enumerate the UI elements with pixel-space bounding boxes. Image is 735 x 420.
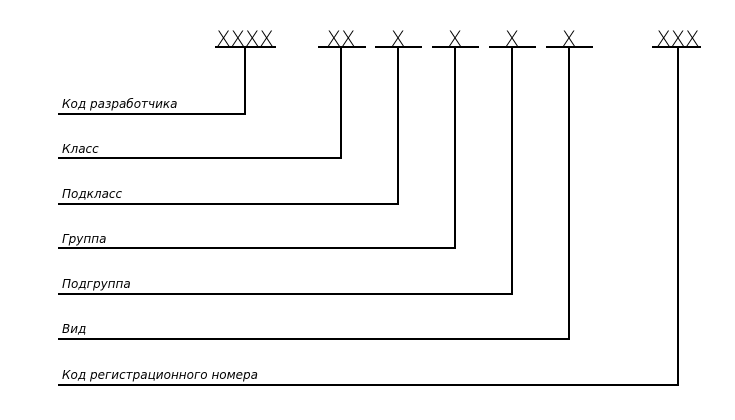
code-group-3: X bbox=[391, 27, 405, 51]
label-class: Класс bbox=[62, 142, 99, 156]
leader-line-registration-code bbox=[58, 47, 679, 386]
leader-line-subgroup bbox=[58, 47, 513, 295]
label-kind: Вид bbox=[62, 322, 86, 336]
code-group-6: X bbox=[562, 27, 576, 51]
label-subgroup: Подгруппа bbox=[62, 277, 131, 291]
label-group: Группа bbox=[62, 232, 106, 246]
code-group-4: X bbox=[448, 27, 462, 51]
leader-line-class bbox=[58, 47, 342, 159]
leader-line-subclass bbox=[58, 47, 399, 205]
label-subclass: Подкласс bbox=[62, 187, 123, 201]
label-registration-code: Код регистрационного номера bbox=[62, 368, 258, 382]
leader-line-developer-code bbox=[58, 47, 246, 115]
code-group-5: X bbox=[505, 27, 519, 51]
leader-line-kind bbox=[58, 47, 570, 340]
label-developer-code: Код разработчика bbox=[62, 97, 178, 111]
leader-line-group bbox=[58, 47, 456, 249]
